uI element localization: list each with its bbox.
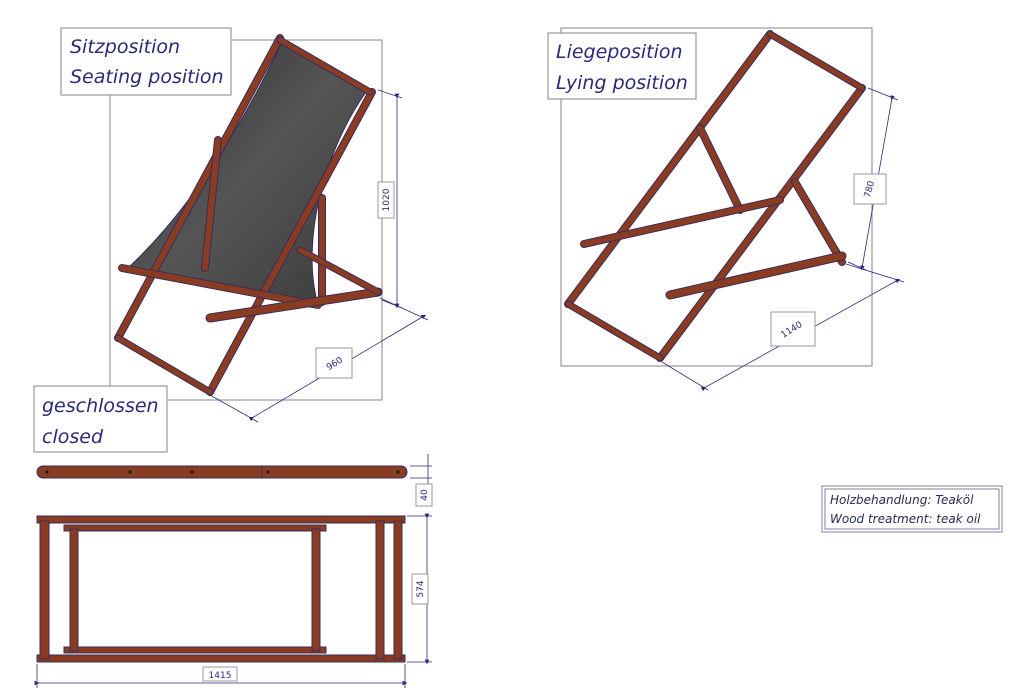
dimension-closed-width: 574	[416, 580, 426, 597]
dimension-box-lying-depth	[770, 311, 816, 347]
treatment-note-en: Wood treatment: teak oil	[830, 512, 981, 526]
lying-chair-view: 780 1140	[560, 27, 905, 392]
lying-label-en: Lying position	[556, 72, 688, 94]
dimension-box-seat-depth	[315, 347, 353, 379]
closed-label: geschlossen closed	[33, 385, 168, 453]
lying-label-de: Liegeposition	[556, 41, 683, 63]
dimension-box-seat-height	[377, 181, 395, 219]
dimension-lying-height: 780	[863, 180, 877, 199]
seating-label-de: Sitzposition	[70, 36, 180, 58]
dimension-seat-height: 1020	[382, 188, 392, 211]
dimension-box-closed-thickness	[415, 483, 433, 507]
seating-label: Sitzposition Seating position	[60, 27, 232, 96]
seating-label-en: Seating position	[70, 66, 224, 88]
closed-label-en: closed	[42, 426, 104, 448]
closed-top-view: 574 1415	[34, 513, 432, 688]
dimension-box-lying-height	[853, 173, 887, 205]
seating-view-frame	[109, 39, 383, 401]
closed-label-de: geschlossen	[42, 395, 159, 417]
dimension-closed-length: 1415	[209, 671, 232, 681]
closed-side-view: 40	[36, 454, 433, 507]
dimension-box-closed-length	[202, 666, 238, 682]
lying-label: Liegeposition Lying position	[547, 32, 697, 100]
treatment-note: Holzbehandlung: Teaköl Wood treatment: t…	[821, 485, 1003, 533]
treatment-note-de: Holzbehandlung: Teaköl	[830, 493, 974, 507]
seating-label-box	[60, 27, 232, 96]
seating-chair-view: 1020 960	[109, 34, 429, 423]
closed-label-box	[33, 385, 168, 453]
dimension-box-closed-width	[411, 573, 429, 605]
dimension-closed-thickness: 40	[420, 489, 430, 501]
treatment-note-box	[821, 485, 1003, 533]
lying-label-box	[547, 32, 697, 100]
